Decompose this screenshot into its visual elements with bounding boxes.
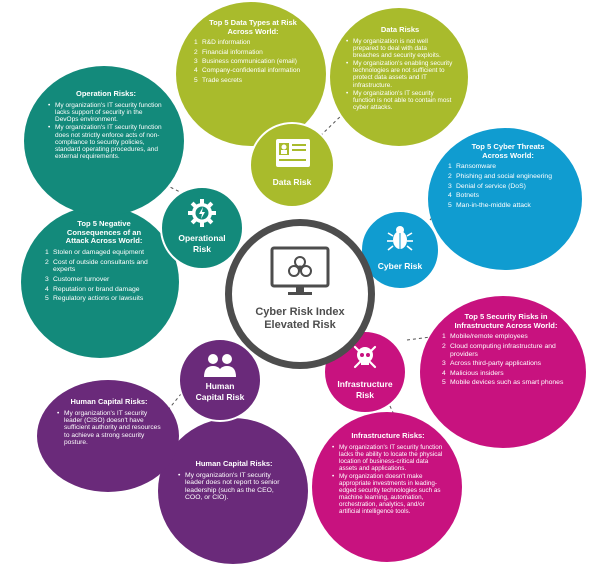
gear-bolt-icon [188,199,216,227]
human-capital-right-list: My organization's IT security leader doe… [178,472,290,502]
list-item: Cloud computing infrastructure and provi… [442,343,556,358]
list-item: Financial information [194,48,263,57]
node-label-line1: Infrastructure [337,379,393,389]
bubble-title: Top 5 Data Types at Risk Across World: [209,18,297,36]
top5-data-types-bubble: Top 5 Data Types at Risk Across World: R… [176,2,326,146]
list-item: My organization's IT security leader doe… [178,472,290,502]
infrastructure-risks-list: My organization's IT security function l… [332,444,444,515]
data-risks-bubble: Data Risks My organization is not well p… [330,8,468,146]
list-item: Business communication (email) [194,58,297,66]
hub-title-line1: Cyber Risk Index [255,306,345,318]
list-item: Ransomware [448,163,497,171]
security-risks-list: Mobile/remote employees Cloud computing … [442,333,570,387]
list-item: Trade secrets [194,76,243,85]
list-item: My organization's IT security function l… [332,444,444,472]
list-item: My organization's IT security leader (CI… [57,410,161,447]
top5-negative-consequences-bubble: Top 5 Negative Consequences of an Attack… [21,206,179,358]
node-label-line1: Operational [178,233,226,243]
node-label-line1: Human [205,381,235,391]
list-item: Malicious insiders [442,369,504,377]
list-item: Reputation or brand damage [45,285,140,293]
bubble-title: Top 5 Cyber Threats Across World: [471,142,545,160]
data-types-list: R&D information Financial information Bu… [194,39,312,84]
people-icon [204,354,236,377]
node-label: Data Risk [272,177,312,187]
skull-icon [353,345,377,369]
connector-line [167,388,186,411]
operation-risks-bubble: Operation Risks: My organization's IT se… [24,66,184,216]
list-item: Botnets [448,192,480,200]
list-item: Mobile/remote employees [442,333,528,341]
list-item: My organization's IT security function l… [48,102,164,124]
cyber-threats-list: Ransomware Phishing and social engineeri… [448,163,568,209]
bubble-title: Infrastructure Risks: [351,431,425,440]
id-card-icon [276,139,310,167]
cyber-risk-index-hub: Cyber Risk Index Elevated Risk [225,219,375,369]
node-label: Cyber Risk [377,261,423,271]
hub-title-line2: Elevated Risk [264,319,336,332]
infrastructure-risks-bubble: Infrastructure Risks: My organization's … [312,412,462,562]
operational-risk-node: Operational Risk [160,186,244,270]
list-item: Customer turnover [45,275,110,283]
negative-consequences-list: Stolen or damaged equipment Cost of outs… [45,249,163,303]
bubble-title: Human Capital Risks: [70,397,148,406]
bubble-title: Top 5 Security Risks in Infrastructure A… [454,312,558,330]
list-item: Cost of outside consultants and experts [45,258,148,274]
list-item: My organization's IT security function i… [346,90,454,112]
human-capital-risks-right-bubble: Human Capital Risks: My organization's I… [158,418,308,564]
list-item: Denial of service (DoS) [448,182,526,190]
node-label-line2: Risk [193,244,211,254]
list-item: Company-confidential information [194,67,301,75]
connector-line [159,181,185,195]
bubble-title: Top 5 Negative Consequences of an Attack… [65,219,143,246]
bug-icon [387,226,413,251]
human-capital-risk-node: Human Capital Risk [178,338,262,422]
bubble-title: Human Capital Risks: [195,459,273,468]
top5-cyber-threats-bubble: Top 5 Cyber Threats Across World: Ransom… [428,128,582,270]
data-risks-list: My organization is not well prepared to … [346,38,454,112]
node-label-line2: Risk [356,390,374,400]
list-item: Phishing and social engineering [448,173,552,181]
biohazard-monitor-icon [270,246,330,295]
list-item: Mobile devices such as smart phones [442,379,564,387]
list-item: R&D information [194,39,251,47]
list-item: Man-in-the-middle attack [448,201,531,209]
hub-title: Cyber Risk Index Elevated Risk [232,306,368,332]
top5-security-risks-bubble: Top 5 Security Risks in Infrastructure A… [420,296,586,448]
list-item: My organization doesn't make appropriate… [332,473,444,515]
list-item: My organization's enabling security tech… [346,60,454,89]
operation-risks-list: My organization's IT security function l… [48,102,164,161]
human-capital-risks-left-bubble: Human Capital Risks: My organization's I… [37,380,179,492]
node-label-line2: Capital Risk [195,392,245,402]
human-capital-left-list: My organization's IT security leader (CI… [57,410,161,447]
data-risk-node: Data Risk [249,122,335,208]
list-item: My organization's IT security function d… [48,124,164,160]
list-item: Stolen or damaged equipment [45,249,145,257]
bubble-title: Operation Risks: [75,89,136,98]
list-item: Across third-party applications [442,360,542,368]
bubble-title: Data Risks [380,25,420,34]
list-item: My organization is not well prepared to … [346,38,454,60]
list-item: Regulatory actions or lawsuits [45,295,144,303]
